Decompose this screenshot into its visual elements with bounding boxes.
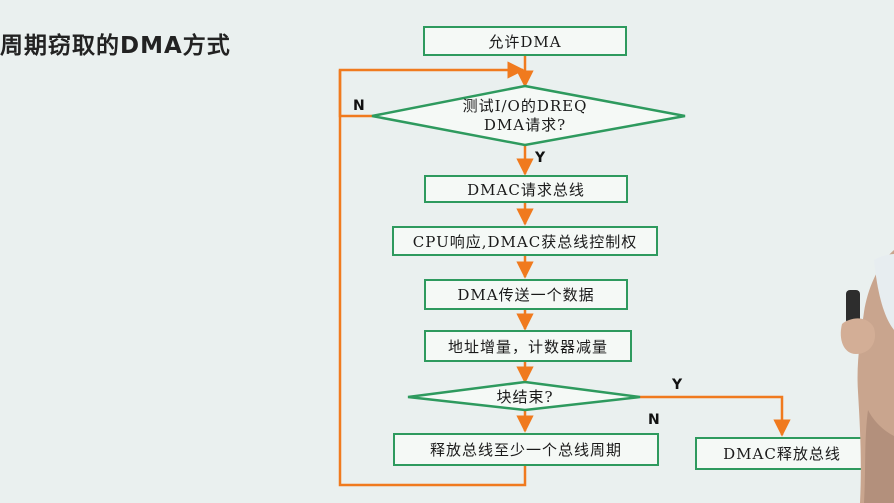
decision-block-diamond [407,380,641,412]
step-cpu-respond: CPU响应,DMAC获总线控制权 [392,226,658,256]
decision-test-line1: 测试I/O的DREQ [462,97,588,115]
decision-test-line2: DMA请求? [483,116,567,134]
decision-test-diamond [371,84,686,147]
decision-block-label: 块结束? [496,388,554,406]
label-yes-test: Y [535,150,546,166]
page-title: 周期窃取的DMA方式 [0,33,231,59]
step-dmac-release-bus: DMAC释放总线 [695,437,869,470]
step-dma-transfer: DMA传送一个数据 [424,279,628,310]
label-yes-block: Y [672,377,683,393]
step-address-increment: 地址增量，计数器减量 [424,330,632,362]
label-no-block: N [648,412,660,428]
presenter-image [840,250,894,503]
step-release-bus-cycle: 释放总线至少一个总线周期 [393,433,659,466]
label-no-test: N [353,98,365,114]
decision-test-label: 测试I/O的DREQ DMA请求? [425,97,625,135]
step-dmac-request-bus: DMAC请求总线 [424,175,628,203]
step-allow-dma: 允许DMA [423,26,627,56]
